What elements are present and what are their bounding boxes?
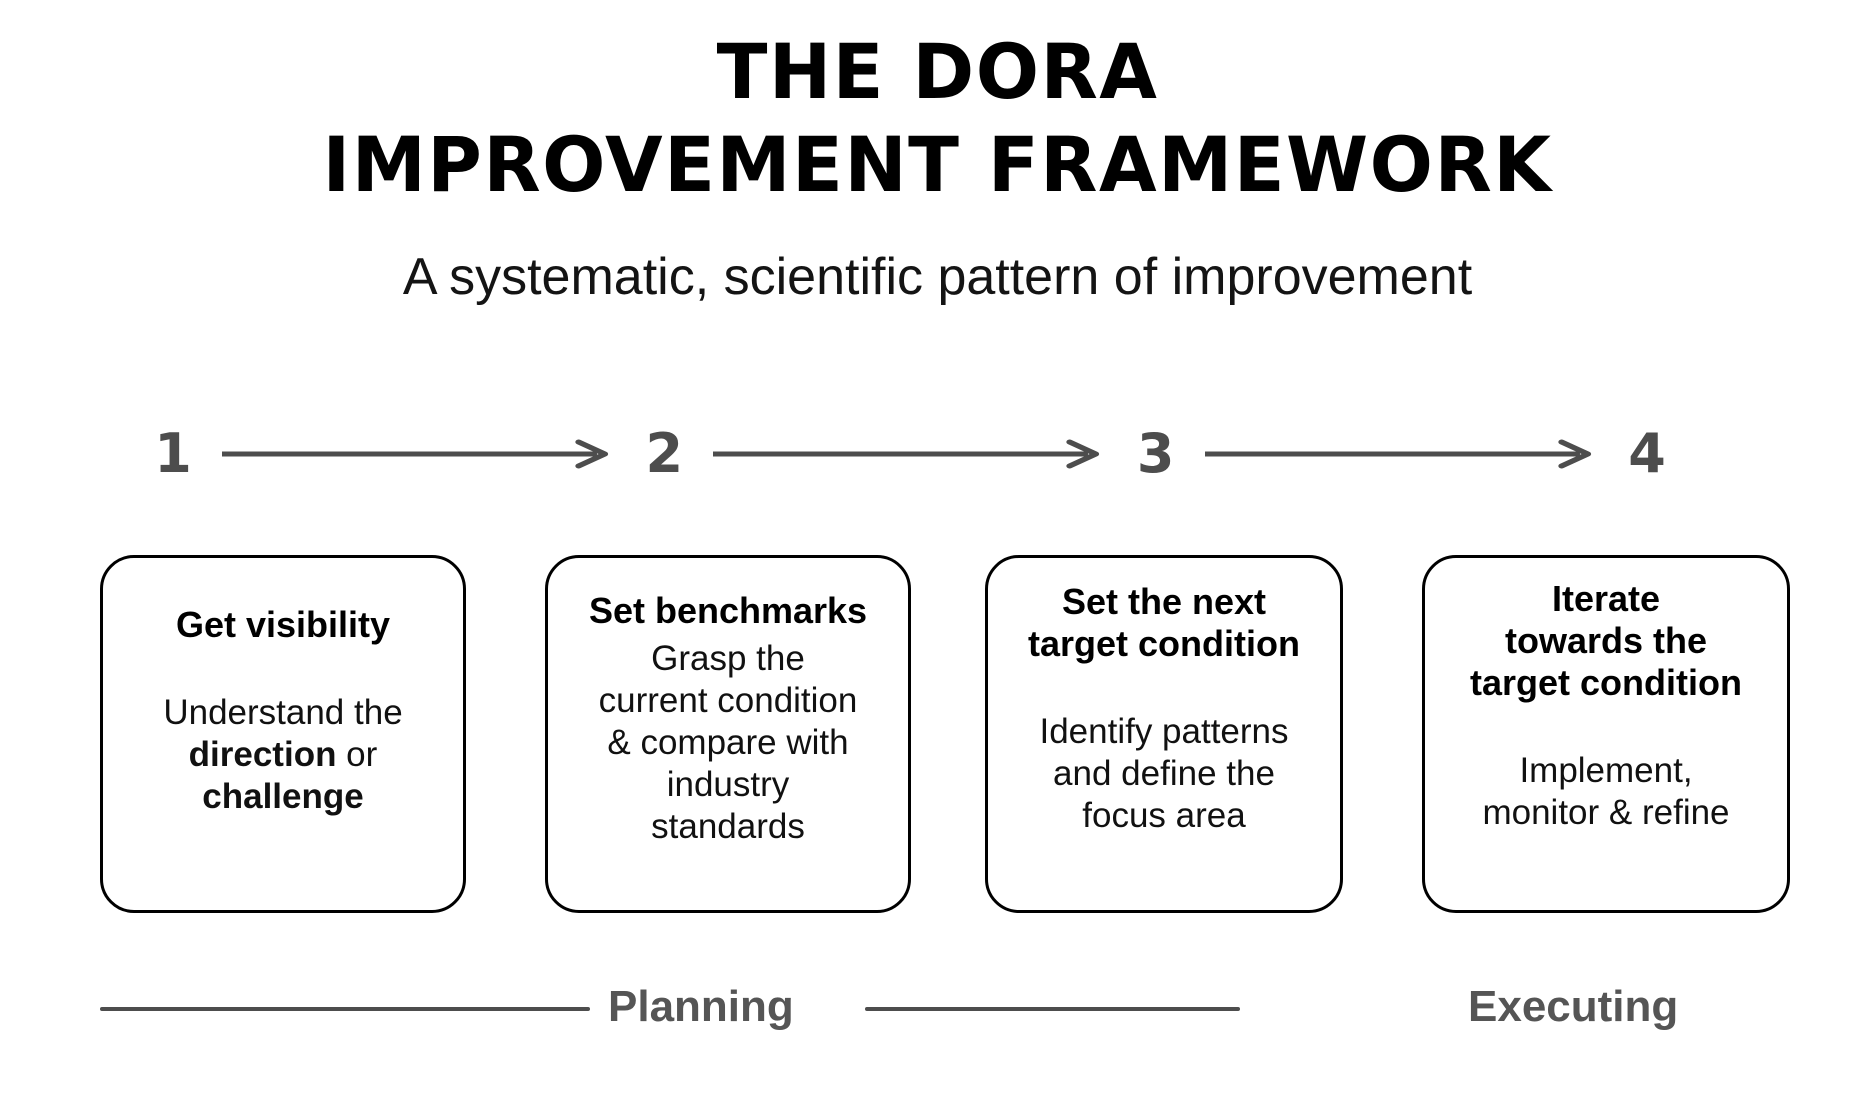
phase-divider-right — [865, 1007, 1240, 1011]
step-card-1-body-prefix: Understand the — [163, 693, 403, 733]
step-card-4[interactable]: Iterate towards the target condition Imp… — [1422, 555, 1790, 913]
step-card-1-body-bold-1: direction — [188, 735, 337, 775]
phase-divider-left — [100, 1007, 590, 1011]
step-number-1: 1 — [154, 422, 192, 485]
step-number-4: 4 — [1628, 422, 1666, 485]
phase-label-planning: Planning — [608, 982, 794, 1031]
phase-bar: Planning Executing — [0, 975, 1875, 1045]
step-card-2-heading: Set benchmarks — [588, 590, 868, 631]
step-card-3-body: Identify patterns and define the focus a… — [1039, 712, 1289, 836]
phase-label-executing: Executing — [1468, 982, 1679, 1031]
arrow-right-icon-3 — [1204, 437, 1598, 471]
step-card-2-body: Grasp the current condition & compare wi… — [598, 639, 858, 847]
step-number-2: 2 — [645, 422, 684, 485]
step-card-1-body-bold-2: challenge — [202, 777, 364, 817]
step-card-4-body: Implement, monitor & refine — [1482, 751, 1730, 833]
title-line-2: IMPROVEMENT FRAMEWORK — [322, 119, 1553, 209]
step-card-3[interactable]: Set the next target condition Identify p… — [985, 555, 1343, 913]
step-sequence: 1 2 3 4 — [150, 415, 1670, 493]
step-cards: Get visibility Understand the direction … — [0, 555, 1875, 913]
page-subtitle: A systematic, scientific pattern of impr… — [402, 248, 1473, 307]
step-card-3-heading: Set the next target condition — [1028, 581, 1300, 665]
arrow-right-icon-2 — [713, 437, 1106, 471]
step-number-3: 3 — [1136, 422, 1175, 485]
step-card-1-heading: Get visibility — [175, 604, 391, 645]
header: THE DORA IMPROVEMENT FRAMEWORK A systema… — [0, 0, 1875, 307]
step-card-1-body-mid: or — [346, 735, 378, 775]
step-card-2[interactable]: Set benchmarks Grasp the current conditi… — [545, 555, 911, 913]
page-title: THE DORA IMPROVEMENT FRAMEWORK — [19, 0, 1857, 211]
step-card-4-heading: Iterate towards the target condition — [1470, 578, 1742, 704]
step-card-1[interactable]: Get visibility Understand the direction … — [100, 555, 466, 913]
step-card-1-body: Understand the direction or challenge — [163, 692, 402, 818]
title-line-1: THE DORA — [716, 27, 1159, 116]
arrow-right-icon-1 — [222, 437, 615, 471]
